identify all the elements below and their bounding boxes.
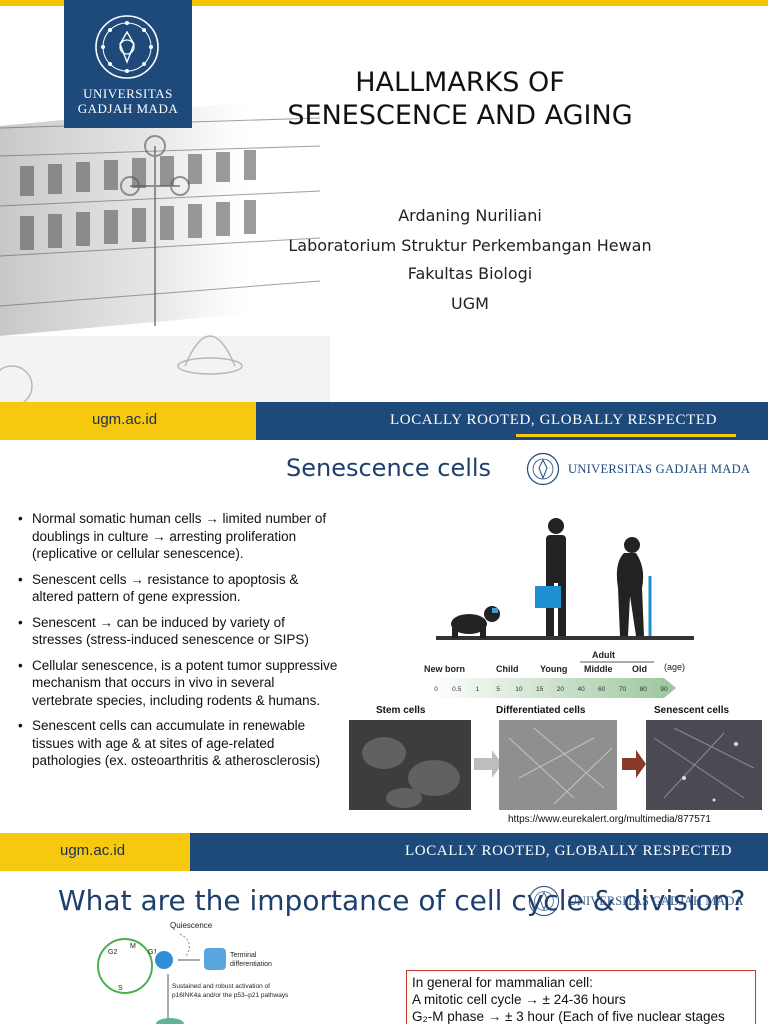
label-g2: G2 <box>108 949 117 956</box>
age-tick-label: 10 <box>515 686 523 693</box>
label-s: S <box>118 985 123 992</box>
footer-yellow-band <box>0 402 256 440</box>
footer-tagline: LOCALLY ROOTED, GLOBALLY RESPECTED <box>390 412 718 428</box>
label-differentiated-cells: Differentiated cells <box>496 705 586 716</box>
bullet-item: Senescent cells → resistance to apoptosi… <box>18 571 338 606</box>
footer-blue-band <box>256 402 768 440</box>
footer-tagline: LOCALLY ROOTED, GLOBALLY RESPECTED <box>405 843 733 859</box>
label-young: Young <box>540 664 567 674</box>
bullet-item: Senescent → can be induced by variety of… <box>18 614 338 649</box>
slide-footer: ugm.ac.id LOCALLY ROOTED, GLOBALLY RESPE… <box>0 402 768 440</box>
cycle-ring <box>97 938 153 994</box>
ugm-brand: UNIVERSITAS GADJAH MADA <box>528 884 743 918</box>
author-name: Ardaning Nuriliani <box>398 206 542 225</box>
label-newborn: New born <box>424 664 465 674</box>
info-line-2: A mitotic cell cycle → ± 24-36 hours <box>412 992 626 1007</box>
differentiated-cells-micrograph <box>499 720 617 810</box>
elderly-silhouette-icon <box>616 537 644 636</box>
age-tick-label: 90 <box>660 686 668 693</box>
age-tick-label: 0 <box>434 686 438 693</box>
age-tick-label: 15 <box>536 686 544 693</box>
info-line-1: In general for mammalian cell: <box>412 975 593 990</box>
slide-title: Senescence cells <box>286 454 492 482</box>
bullet-item: Normal somatic human cells → limited num… <box>18 510 338 563</box>
age-tick-label: 20 <box>557 686 565 693</box>
ugm-seal-icon <box>526 452 560 486</box>
senescent-cell-icon <box>156 1018 184 1024</box>
label-middle: Middle <box>584 664 613 674</box>
slide-footer: ugm.ac.id LOCALLY ROOTED, GLOBALLY RESPE… <box>0 833 768 871</box>
slide-title: What are the importance of cell cycle & … <box>58 884 746 917</box>
label-m: M <box>130 943 136 950</box>
label-quiescence: Quiescence <box>170 921 213 930</box>
campus-building-sketch <box>0 101 330 402</box>
cell-cycle-diagram: Quiescence M G1 G2 S Terminal differenti… <box>97 921 289 1024</box>
age-tick-label: 5 <box>496 686 500 693</box>
label-senescent-cells: Senescent cells <box>654 705 729 716</box>
ugm-brand: UNIVERSITAS GADJAH MADA <box>526 452 750 486</box>
lab-name: Laboratorium Struktur Perkembangan Hewan <box>288 236 652 255</box>
label-terminal: Terminal <box>230 952 257 959</box>
arrow-right-icon <box>622 750 646 778</box>
label-child: Child <box>496 664 519 674</box>
info-line-3: G₂-M phase → ± 3 hour (Each of five nucl… <box>412 1009 725 1024</box>
age-tick-label: 1 <box>476 686 480 693</box>
bullet-item: Senescent cells can accumulate in renewa… <box>18 717 338 770</box>
arrow-right-icon <box>474 750 502 778</box>
quiescence-arrow <box>179 933 190 957</box>
label-g1: G1 <box>148 949 157 956</box>
label-sustained: Sustained and robust activation of <box>172 983 270 990</box>
adult-silhouette-icon <box>546 518 566 636</box>
footer-url: ugm.ac.id <box>60 842 126 859</box>
title-line-2: SENESCENCE AND AGING <box>287 100 633 131</box>
cell-cycle-slide: UNIVERSITAS GADJAH MADA What are the imp… <box>0 874 768 1024</box>
logo-text-line2: GADJAH MADA <box>77 101 179 116</box>
footer-accent-line <box>516 434 736 437</box>
footer-url: ugm.ac.id <box>92 411 158 428</box>
differentiated-cell-icon <box>204 948 226 970</box>
bullet-list: Normal somatic human cells → limited num… <box>18 510 338 778</box>
label-stem-cells: Stem cells <box>376 705 426 716</box>
label-adult: Adult <box>592 650 615 660</box>
age-tick-label: 40 <box>577 686 585 693</box>
label-old: Old <box>632 664 647 674</box>
university-name: UGM <box>451 294 489 313</box>
age-tick-label: 70 <box>619 686 627 693</box>
briefcase-icon <box>535 586 561 608</box>
age-tick-label: 0.5 <box>452 686 461 693</box>
bullet-item: Cellular senescence, is a potent tumor s… <box>18 657 338 710</box>
faculty-name: Fakultas Biologi <box>407 264 533 283</box>
age-tick-label: 60 <box>598 686 606 693</box>
label-pathways: p16INK4a and/or the p53–p21 pathways <box>172 992 289 999</box>
title-slide: UNIVERSITAS GADJAH MADA HALLMARKS OF SEN… <box>0 0 768 440</box>
logo-text-line1: UNIVERSITAS <box>83 86 173 101</box>
title-line-1: HALLMARKS OF <box>355 67 565 98</box>
aging-stages-figure: Adult New born Child Young Middle Old (a… <box>349 518 762 810</box>
ugm-seal-icon <box>528 885 560 917</box>
label-differentiation: differentiation <box>230 961 272 968</box>
age-tick-label: 80 <box>640 686 648 693</box>
age-arrow <box>430 678 676 698</box>
label-age: (age) <box>664 662 685 672</box>
baby-pacifier-icon <box>492 608 498 613</box>
senescent-cells-micrograph <box>646 720 762 810</box>
senescence-slide: Senescence cells UNIVERSITAS GADJAH MADA… <box>0 444 768 871</box>
top-accent-bar <box>0 0 768 6</box>
ugm-seal-icon <box>95 15 159 79</box>
footer-yellow-band <box>0 833 190 871</box>
presentation-title: HALLMARKS OF SENESCENCE AND AGING <box>250 66 670 132</box>
cell-cycle-info-box: In general for mammalian cell: A mitotic… <box>406 970 756 1024</box>
brand-text: UNIVERSITAS GADJAH MADA <box>568 893 744 908</box>
cell-icon <box>153 949 175 971</box>
ugm-logo: UNIVERSITAS GADJAH MADA <box>64 0 192 128</box>
figure-source-link[interactable]: https://www.eurekalert.org/multimedia/87… <box>508 814 711 825</box>
brand-text: UNIVERSITAS GADJAH MADA <box>568 461 751 476</box>
footer-blue-band <box>190 833 768 871</box>
